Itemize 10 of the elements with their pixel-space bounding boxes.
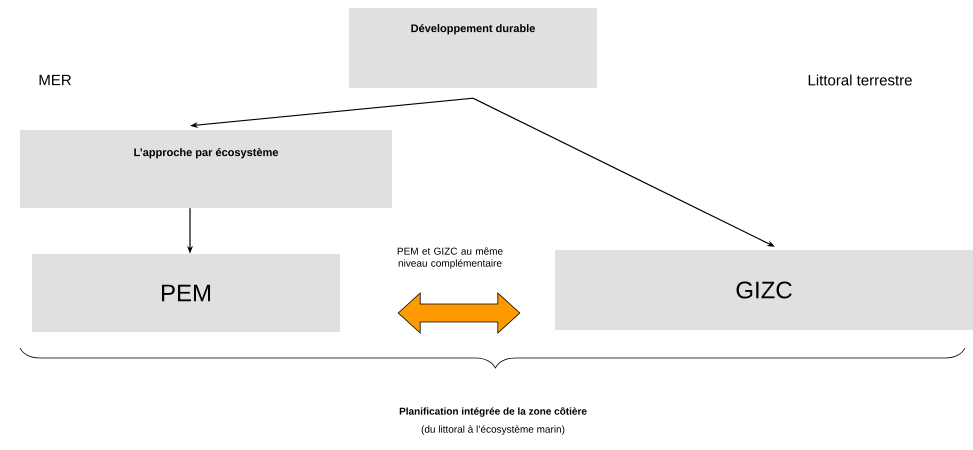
process-box: Développement durable — [349, 8, 597, 88]
edge-label: PEM et GIZC au même niveau complémentaire — [398, 247, 503, 269]
process-box: GIZC — [555, 250, 973, 330]
process-box: L’approche par écosystème — [20, 130, 392, 208]
double-arrow — [398, 292, 520, 334]
caption-text: (du littoral à l’écosystème marin) — [422, 425, 564, 435]
caption-text: Planification intégrée de la zone côtière — [400, 407, 587, 417]
process-box: PEM — [32, 254, 340, 332]
text-label: MER — [40, 74, 71, 86]
text-label: Littoral terrestre — [808, 74, 912, 86]
